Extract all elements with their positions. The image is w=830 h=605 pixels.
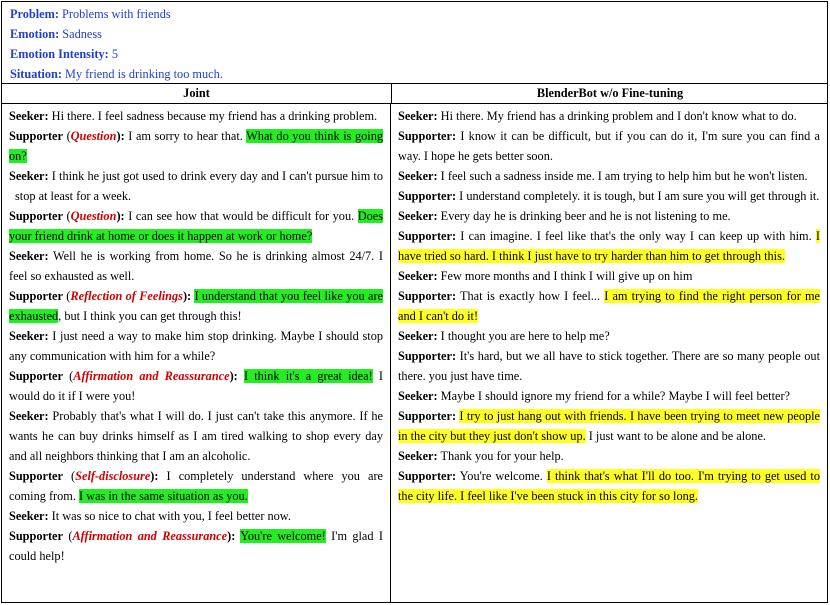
supporter-turn: Supporter: I understand completely. it i… [398,186,820,206]
seeker-turn: Seeker: Thank you for your help. [398,446,820,466]
utterance-text: , but I think you can get through this! [58,309,242,323]
column-headers: Joint BlenderBot w/o Fine-tuning [2,84,827,104]
strategy-label: Question [70,129,117,143]
speaker-label: Seeker: [9,169,49,183]
speaker-label: Supporter: [398,289,457,303]
speaker-label: Seeker: [398,449,438,463]
supporter-turn: Supporter: It's hard, but we all have to… [398,346,820,386]
strategy-label: Self-disclosure [75,469,151,483]
utterance-text: That is exactly how I feel... [456,289,605,303]
emotion-line: Emotion: Sadness [10,27,102,41]
speaker-label: Supporter [9,289,63,303]
speaker-label: Seeker: [9,509,49,523]
speaker-label: Seeker: [398,209,438,223]
utterance-text: I can imagine. I feel like that's the on… [456,229,816,243]
speaker-label: Supporter [9,129,63,143]
utterance-text: You're welcome. [456,469,547,483]
speaker-label: Supporter: [398,409,457,423]
supporter-turn: Supporter (Affirmation and Reassurance):… [9,529,383,563]
seeker-turn: Seeker: Well he is working from home. So… [9,246,383,286]
speaker-label: Seeker: [398,269,438,283]
seeker-turn: Seeker: Every day he is drinking beer an… [398,206,820,226]
utterance-text: I think he just got used to drink every … [15,169,383,203]
utterance-text: Maybe I should ignore my friend for a wh… [437,389,790,403]
utterance-text: I am sorry to hear that. [124,129,247,143]
speaker-label: Seeker: [398,389,438,403]
speaker-label: Seeker: [9,249,49,263]
utterance-text: Hi there. I feel sadness because my frie… [48,109,378,123]
speaker-label: Seeker: [398,329,438,343]
speaker-label: Seeker: [9,409,49,423]
utterance-text: I would do it if I were you! [9,369,383,403]
speaker-label: Seeker: [398,169,438,183]
seeker-turn: Seeker: Probably that's what I will do. … [9,406,383,466]
utterance-text: It's hard, but we all have to stick toge… [398,349,820,383]
utterance-text: I feel such a sadness inside me. I am tr… [437,169,808,183]
supporter-turn: Supporter: I know it can be difficult, b… [398,126,820,166]
speaker-label: Supporter [9,469,63,483]
situation-line: Situation: My friend is drinking too muc… [10,67,223,81]
speaker-label: Supporter: [398,129,457,143]
utterance-text: Well he is working from home. So he is d… [9,249,383,283]
supporter-turn: Supporter (Self-disclosure): I completel… [9,469,384,503]
highlighted-text: I was in the same situation as you. [79,489,248,503]
speaker-label: Supporter [9,369,63,383]
utterance-text: Probably that's what I will do. I just c… [9,409,383,463]
utterance-text: I completely understand where you are co… [9,469,384,503]
highlighted-text: I think it's a great idea! [243,369,373,383]
seeker-turn: Seeker: Hi there. My friend has a drinki… [398,106,820,126]
joint-dialogue: Seeker: Hi there. I feel sadness because… [2,104,391,602]
supporter-turn: Supporter: I try to just hang out with f… [398,406,820,446]
supporter-turn: Supporter: I can imagine. I feel like th… [398,226,820,266]
utterance-text: I can see how that would be difficult fo… [124,209,358,223]
seeker-turn: Seeker: I thought you are here to help m… [398,326,820,346]
supporter-turn: Supporter (Reflection of Feelings): I un… [9,289,383,323]
supporter-turn: Supporter (Question): I am sorry to hear… [9,129,384,163]
intensity-line: Emotion Intensity: 5 [10,47,118,61]
header-blenderbot: BlenderBot w/o Fine-tuning [536,86,684,100]
utterance-text: Hi there. My friend has a drinking probl… [437,109,797,123]
speaker-label: Supporter: [398,189,457,203]
supporter-turn: Supporter: That is exactly how I feel...… [398,286,820,326]
blenderbot-dialogue: Seeker: Hi there. My friend has a drinki… [391,104,827,602]
seeker-turn: Seeker: I think he just got used to drin… [9,166,383,206]
supporter-turn: Supporter: You're welcome. I think that'… [398,466,820,506]
utterance-text: Few more months and I think I will give … [437,269,693,283]
supporter-turn: Supporter (Affirmation and Reassurance):… [9,369,383,403]
highlighted-text: You're welcome! [240,529,326,543]
seeker-turn: Seeker: Maybe I should ignore my friend … [398,386,820,406]
utterance-text: I just want to be alone and be alone. [585,429,766,443]
speaker-label: Supporter: [398,229,457,243]
strategy-label: Question [70,209,117,223]
speaker-label: Supporter: [398,469,457,483]
utterance-text: I know it can be difficult, but if you c… [398,129,820,163]
seeker-turn: Seeker: Hi there. I feel sadness because… [9,106,383,126]
utterance-text: Thank you for your help. [437,449,564,463]
utterance-text: I just need a way to make him stop drink… [9,329,383,363]
seeker-turn: Seeker: Few more months and I think I wi… [398,266,820,286]
speaker-label: Supporter [9,529,63,543]
utterance-text: I'm glad I could help! [9,529,383,563]
speaker-label: Seeker: [9,329,49,343]
case-info: Problem: Problems with friends Emotion: … [2,2,827,84]
speaker-label: Seeker: [9,109,49,123]
supporter-turn: Supporter (Question): I can see how that… [9,209,384,243]
utterance-text: It was so nice to chat with you, I feel … [48,509,291,523]
utterance-text: I thought you are here to help me? [437,329,610,343]
seeker-turn: Seeker: It was so nice to chat with you,… [9,506,383,526]
problem-line: Problem: Problems with friends [10,7,171,21]
speaker-label: Supporter [9,209,63,223]
speaker-label: Supporter: [398,349,457,363]
strategy-label: Affirmation and Reassurance [72,529,228,543]
speaker-label: Seeker: [398,109,438,123]
strategy-label: Affirmation and Reassurance [73,369,230,383]
utterance-text: I understand completely. it is tough, bu… [456,189,820,203]
strategy-label: Reflection of Feelings [70,289,183,303]
seeker-turn: Seeker: I feel such a sadness inside me.… [398,166,820,186]
header-joint: Joint [2,84,392,103]
seeker-turn: Seeker: I just need a way to make him st… [9,326,383,366]
utterance-text: Every day he is drinking beer and he is … [437,209,731,223]
